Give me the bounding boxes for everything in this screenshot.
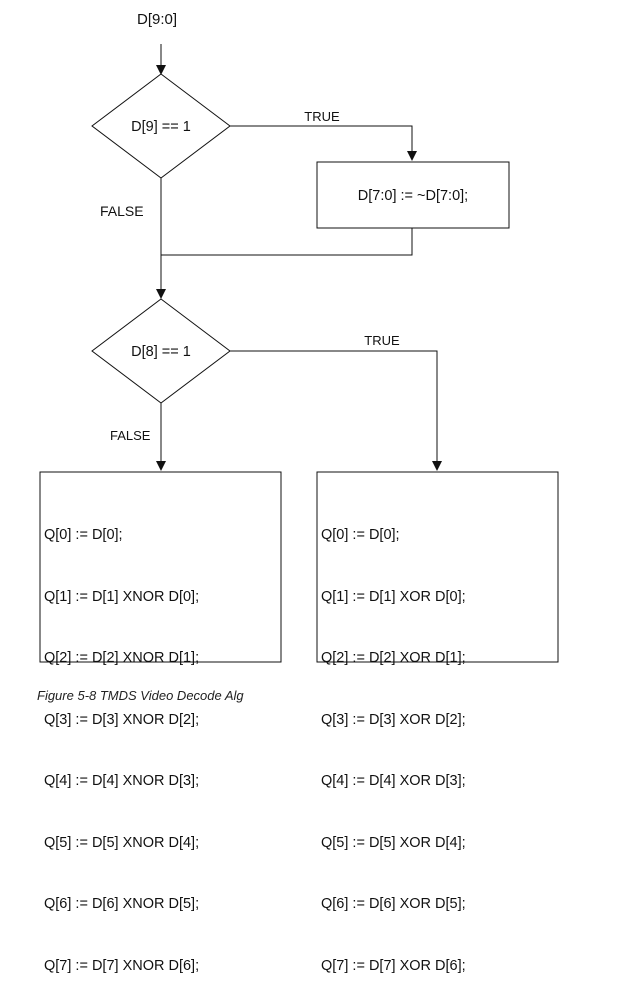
true-path-2 — [230, 350, 442, 471]
xor-box-lines: Q[0] := D[0]; Q[1] := D[1] XOR D[0]; Q[2… — [321, 484, 466, 997]
xnor-box-lines: Q[0] := D[0]; Q[1] := D[1] XNOR D[0]; Q[… — [44, 484, 199, 997]
xor-box — [316, 471, 559, 663]
xnor-line: Q[3] := D[3] XNOR D[2]; — [44, 711, 200, 728]
xnor-line: Q[7] := D[7] XNOR D[6]; — [44, 957, 200, 974]
xor-line: Q[5] := D[5] XOR D[4]; — [321, 834, 466, 851]
xor-line: Q[1] := D[1] XOR D[0]; — [321, 588, 466, 605]
decision-d9-text: D[9] == 1 — [131, 119, 191, 135]
xor-line: Q[3] := D[3] XOR D[2]; — [321, 711, 466, 728]
xnor-line: Q[4] := D[4] XNOR D[3]; — [44, 773, 200, 789]
xor-line: Q[2] := D[2] XOR D[1]; — [321, 650, 466, 666]
xnor-line: Q[1] := D[1] XNOR D[0]; — [44, 588, 200, 605]
invert-process-box — [316, 161, 510, 229]
flowchart: D[9:0] D[9] == 1 TRUE D[7:0] := ~D[7:0];… — [39, 11, 559, 663]
true-label-2: TRUE — [364, 333, 400, 348]
xor-line: Q[4] := D[4] XOR D[3]; — [321, 773, 466, 789]
xor-line: Q[0] := D[0]; — [321, 527, 400, 543]
true-path-1 — [230, 125, 417, 161]
xnor-box — [39, 471, 282, 663]
true-label-1: TRUE — [304, 109, 340, 124]
merge-path — [161, 228, 413, 256]
figure-caption: Figure 5-8 TMDS Video Decode Alg — [37, 688, 244, 703]
false-label-1: FALSE — [100, 203, 144, 219]
xor-line: Q[7] := D[7] XOR D[6]; — [321, 957, 466, 974]
decision-d8-text: D[8] == 1 — [131, 344, 191, 360]
xnor-line: Q[6] := D[6] XNOR D[5]; — [44, 896, 200, 912]
xnor-line: Q[0] := D[0]; — [44, 527, 123, 543]
xnor-line: Q[2] := D[2] XNOR D[1]; — [44, 650, 200, 666]
xnor-line: Q[5] := D[5] XNOR D[4]; — [44, 834, 200, 851]
false-label-2: FALSE — [110, 428, 151, 443]
input-label: D[9:0] — [137, 11, 177, 28]
invert-process-text: D[7:0] := ~D[7:0]; — [358, 188, 468, 204]
caption-fade-overlay — [280, 682, 620, 712]
xor-line: Q[6] := D[6] XOR D[5]; — [321, 896, 466, 912]
